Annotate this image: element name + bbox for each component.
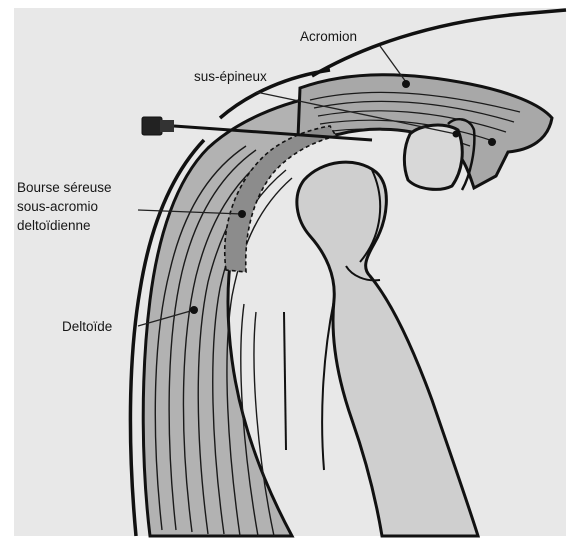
label-acromion: Acromion bbox=[300, 29, 357, 44]
label-bourse-line3: deltoïdienne bbox=[17, 218, 91, 233]
label-bourse-line2: sous-acromio bbox=[17, 199, 98, 214]
label-bourse-line1: Bourse séreuse bbox=[17, 180, 112, 195]
label-sus-epineux: sus-épineux bbox=[194, 69, 267, 84]
label-deltoide: Deltoïde bbox=[62, 319, 112, 334]
